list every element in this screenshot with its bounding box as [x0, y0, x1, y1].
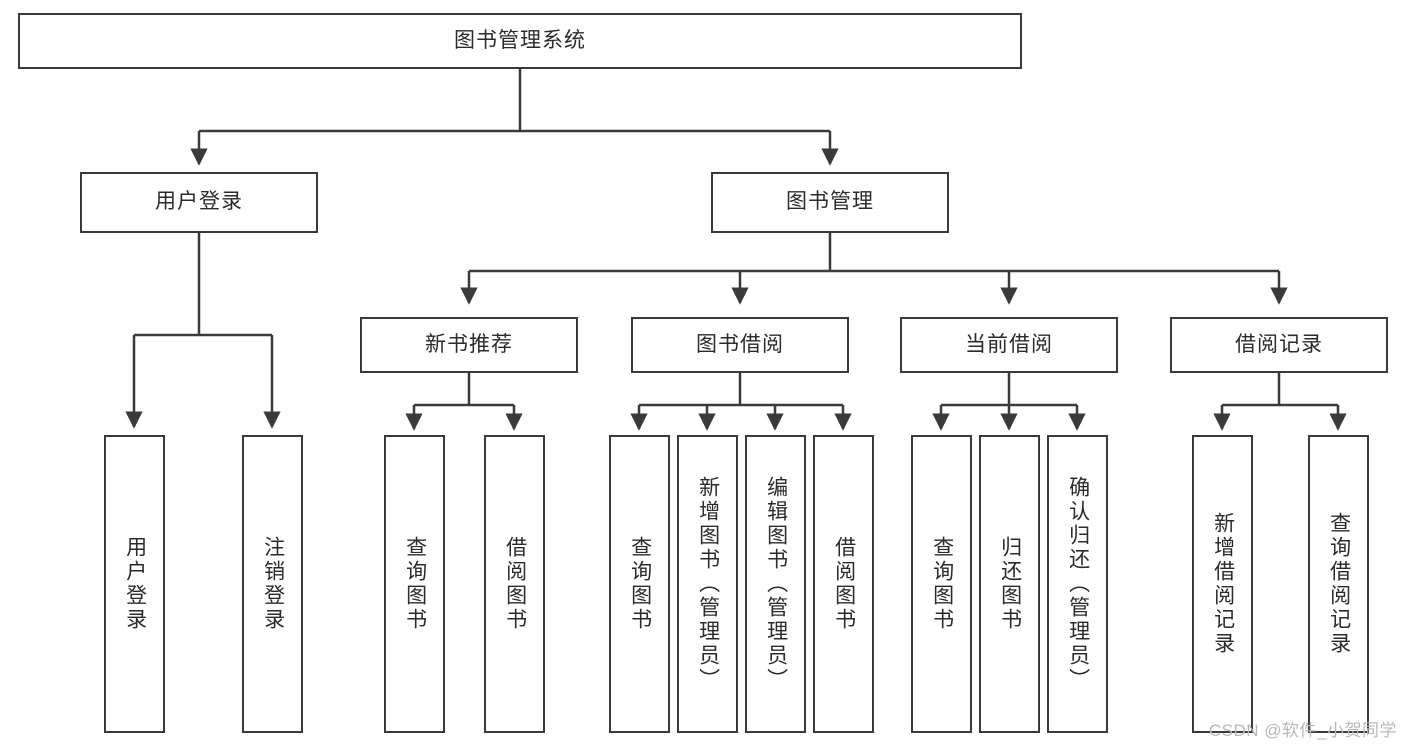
node-leaf-query-book-3-label: 查询图书 [930, 536, 954, 632]
node-book-manage[interactable]: 图书管理 [711, 172, 949, 233]
node-leaf-query-book-1[interactable]: 查询图书 [384, 435, 445, 733]
node-leaf-return-book-label: 归还图书 [998, 536, 1022, 632]
node-leaf-user-logout[interactable]: 注销登录 [242, 435, 303, 733]
watermark-text: CSDN @软件_小贺同学 [1208, 721, 1397, 740]
node-leaf-user-login[interactable]: 用户登录 [104, 435, 165, 733]
node-leaf-user-login-label: 用户登录 [123, 536, 147, 632]
node-current-borrow[interactable]: 当前借阅 [900, 317, 1118, 373]
node-leaf-add-record[interactable]: 新增借阅记录 [1192, 435, 1253, 733]
node-leaf-confirm-return[interactable]: 确认归还（管理员） [1047, 435, 1108, 733]
node-leaf-query-book-2-label: 查询图书 [628, 536, 652, 632]
node-new-book-rec[interactable]: 新书推荐 [360, 317, 578, 373]
node-leaf-return-book[interactable]: 归还图书 [979, 435, 1040, 733]
node-leaf-confirm-return-label: 确认归还（管理员） [1066, 476, 1090, 692]
node-leaf-query-record-label: 查询借阅记录 [1327, 512, 1351, 656]
node-leaf-borrow-book-2[interactable]: 借阅图书 [813, 435, 874, 733]
node-book-borrow-label: 图书借阅 [696, 332, 784, 356]
node-new-book-rec-label: 新书推荐 [425, 332, 513, 356]
node-book-borrow[interactable]: 图书借阅 [631, 317, 849, 373]
node-user-login-label: 用户登录 [155, 190, 243, 214]
node-borrow-record[interactable]: 借阅记录 [1170, 317, 1388, 373]
node-borrow-record-label: 借阅记录 [1235, 332, 1323, 356]
node-root[interactable]: 图书管理系统 [18, 13, 1022, 69]
node-leaf-edit-book-label: 编辑图书（管理员） [764, 476, 788, 692]
node-root-label: 图书管理系统 [454, 28, 586, 52]
node-leaf-add-book[interactable]: 新增图书（管理员） [677, 435, 738, 733]
node-leaf-query-book-2[interactable]: 查询图书 [609, 435, 670, 733]
node-user-login[interactable]: 用户登录 [80, 172, 318, 233]
node-leaf-user-logout-label: 注销登录 [261, 536, 285, 632]
node-leaf-query-record[interactable]: 查询借阅记录 [1308, 435, 1369, 733]
node-leaf-edit-book[interactable]: 编辑图书（管理员） [745, 435, 806, 733]
node-leaf-borrow-book-1-label: 借阅图书 [503, 536, 527, 632]
node-leaf-add-book-label: 新增图书（管理员） [696, 476, 720, 692]
node-book-manage-label: 图书管理 [786, 190, 874, 214]
node-leaf-borrow-book-1[interactable]: 借阅图书 [484, 435, 545, 733]
node-leaf-query-book-1-label: 查询图书 [403, 536, 427, 632]
node-leaf-add-record-label: 新增借阅记录 [1211, 512, 1235, 656]
node-leaf-borrow-book-2-label: 借阅图书 [832, 536, 856, 632]
node-leaf-query-book-3[interactable]: 查询图书 [911, 435, 972, 733]
node-current-borrow-label: 当前借阅 [965, 332, 1053, 356]
